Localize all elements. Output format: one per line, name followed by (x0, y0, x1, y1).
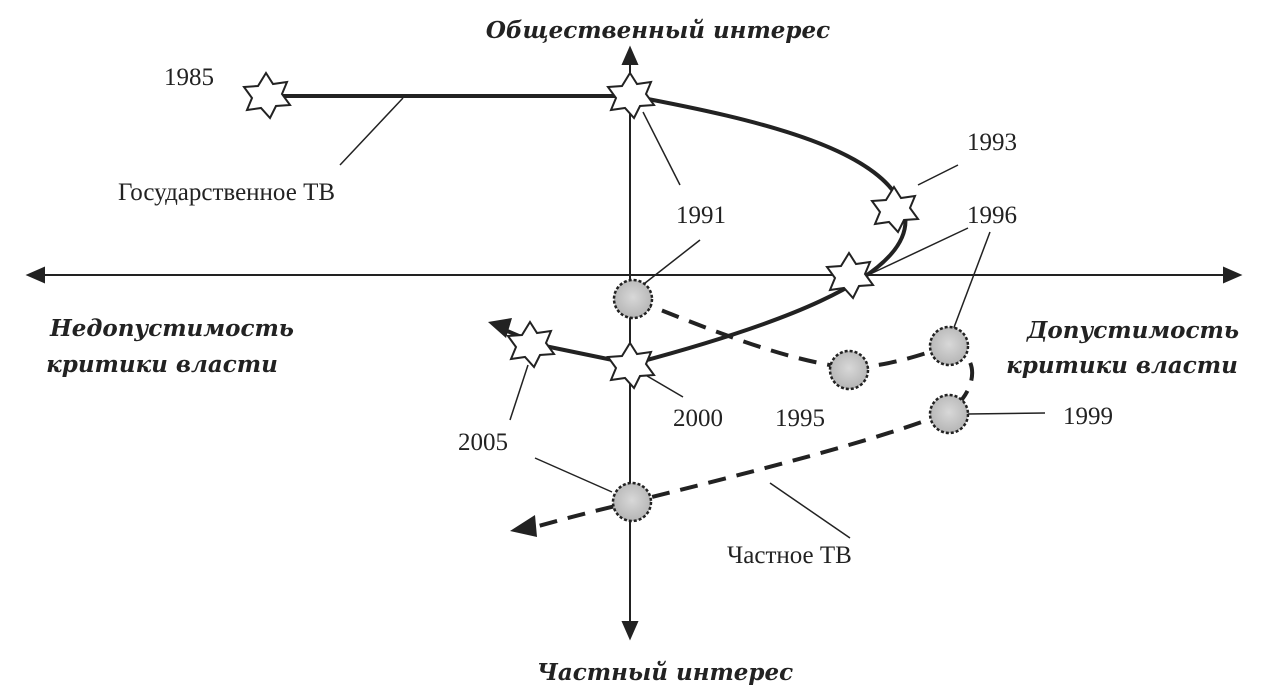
axis-arrow-right (1223, 266, 1243, 284)
state-tv-segment-1991-2000 (630, 94, 908, 366)
leader-2000 (641, 372, 684, 398)
private-tv-segment-1999-2005 (534, 410, 949, 529)
state-tv-arrowhead (488, 318, 512, 338)
axis-title-left-line2: критики власти (46, 351, 278, 378)
sun-marker-2005 (611, 481, 653, 523)
leader-1991-dot (639, 239, 701, 288)
axis-title-right-line1: Допустимость (1026, 317, 1239, 344)
star-marker-1991 (606, 71, 656, 120)
axis-arrow-up (621, 45, 639, 65)
leader-2005-dot (534, 457, 613, 493)
leader-2005 (509, 364, 529, 421)
leader-lines (339, 97, 1046, 539)
axis-title-top: Общественный интерес (486, 17, 830, 44)
leader-1999 (967, 412, 1046, 415)
year-label-1985: 1985 (164, 64, 214, 91)
axis-arrow-down (621, 621, 639, 641)
star-marker-2005 (506, 320, 556, 369)
label-state-tv: Государственное ТВ (118, 179, 335, 206)
year-label-1999: 1999 (1063, 403, 1113, 430)
leader-state-tv (339, 97, 404, 166)
year-label-1993: 1993 (967, 129, 1017, 156)
label-private-tv: Частное ТВ (727, 542, 852, 569)
state-tv-markers (242, 71, 920, 390)
sun-marker-1991 (612, 278, 654, 320)
sun-marker-1999 (928, 393, 970, 435)
star-marker-1996 (825, 251, 875, 300)
axis-arrow-left (25, 266, 45, 284)
private-tv-curve (534, 298, 975, 529)
state-tv-curve (266, 94, 908, 366)
leader-private-tv (769, 482, 851, 539)
year-label-2000: 2000 (673, 405, 723, 432)
leader-1993 (917, 164, 959, 186)
private-tv-segment-1991-1995 (634, 298, 851, 370)
star-marker-2000 (606, 341, 656, 390)
axis-title-right-line2: критики власти (1006, 352, 1238, 379)
year-label-1991: 1991 (676, 202, 726, 229)
leader-1996-dot (949, 231, 991, 339)
year-label-1995: 1995 (775, 405, 825, 432)
sun-marker-1995 (828, 349, 870, 391)
year-label-1996: 1996 (967, 202, 1017, 229)
leader-1991-star (642, 111, 681, 186)
leader-1996-star (865, 227, 969, 277)
sun-marker-1996 (928, 325, 970, 367)
axis-title-bottom: Частный интерес (537, 659, 793, 686)
star-marker-1985 (242, 71, 292, 120)
private-tv-arrowhead (510, 515, 537, 537)
axis-title-left-line1: Недопустимость (49, 315, 294, 342)
star-marker-1993 (870, 185, 920, 234)
year-label-2005: 2005 (458, 429, 508, 456)
private-tv-markers (611, 278, 970, 523)
